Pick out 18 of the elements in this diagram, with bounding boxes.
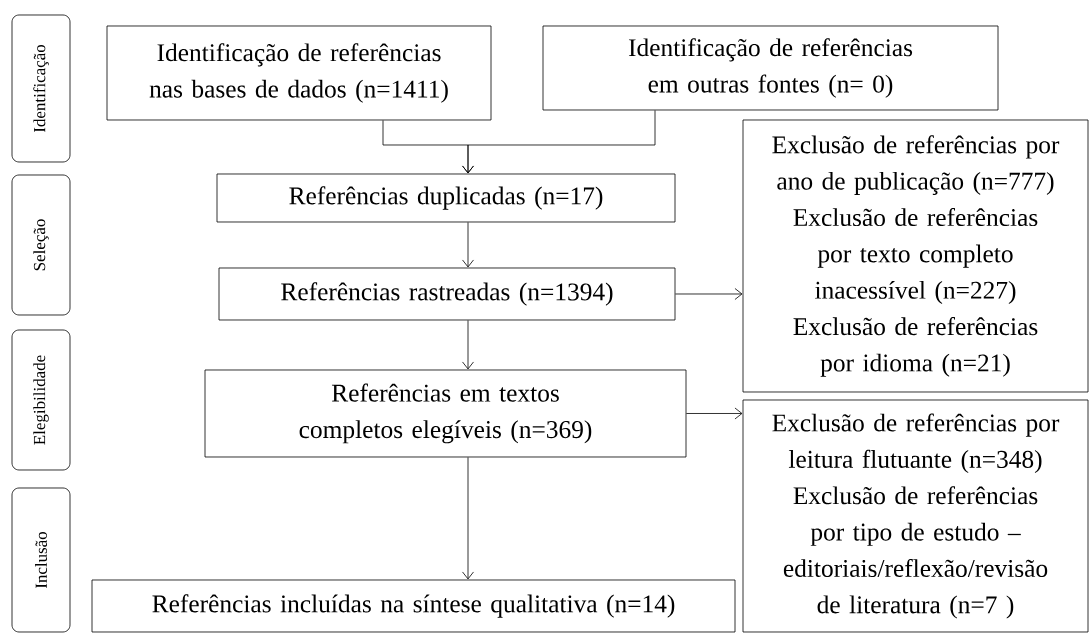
process-box: Exclusão de referências por ano de publicação (n=777) Exclusão de referências por texto completo inacessível (n=227) Exclusão de referências por idioma (n=21) — [742, 119, 1089, 393]
process-box: Exclusão de referências por leitura flutuante (n=348) Exclusão de referências por tipo de estudo – editoriais/reflexão/revisão de literatura (n=7 ) — [742, 399, 1089, 633]
stage-label-box: Inclusão — [11, 487, 71, 633]
arrow — [462, 457, 474, 580]
process-box: Referências incluídas na síntese qualitativa (n=14) — [91, 579, 736, 633]
process-box: Identificação de referências em outras fontes (n= 0) — [542, 25, 999, 111]
arrow — [675, 288, 743, 300]
stage-label-box: Seleção — [11, 174, 71, 316]
stage-label-box: Identificação — [11, 14, 71, 163]
arrow — [686, 407, 743, 420]
process-box: Referências duplicadas (n=17) — [216, 173, 676, 223]
arrow — [462, 110, 656, 174]
arrow — [462, 320, 474, 370]
process-box: Referências em textos completos elegíveis (n=369) — [204, 369, 687, 458]
process-box: Referências rastreadas (n=1394) — [218, 267, 676, 321]
arrow — [462, 222, 474, 268]
stage-label-box: Elegibilidade — [11, 329, 71, 471]
process-box: Identificação de referências nas bases de dados (n=1411) — [106, 25, 492, 121]
